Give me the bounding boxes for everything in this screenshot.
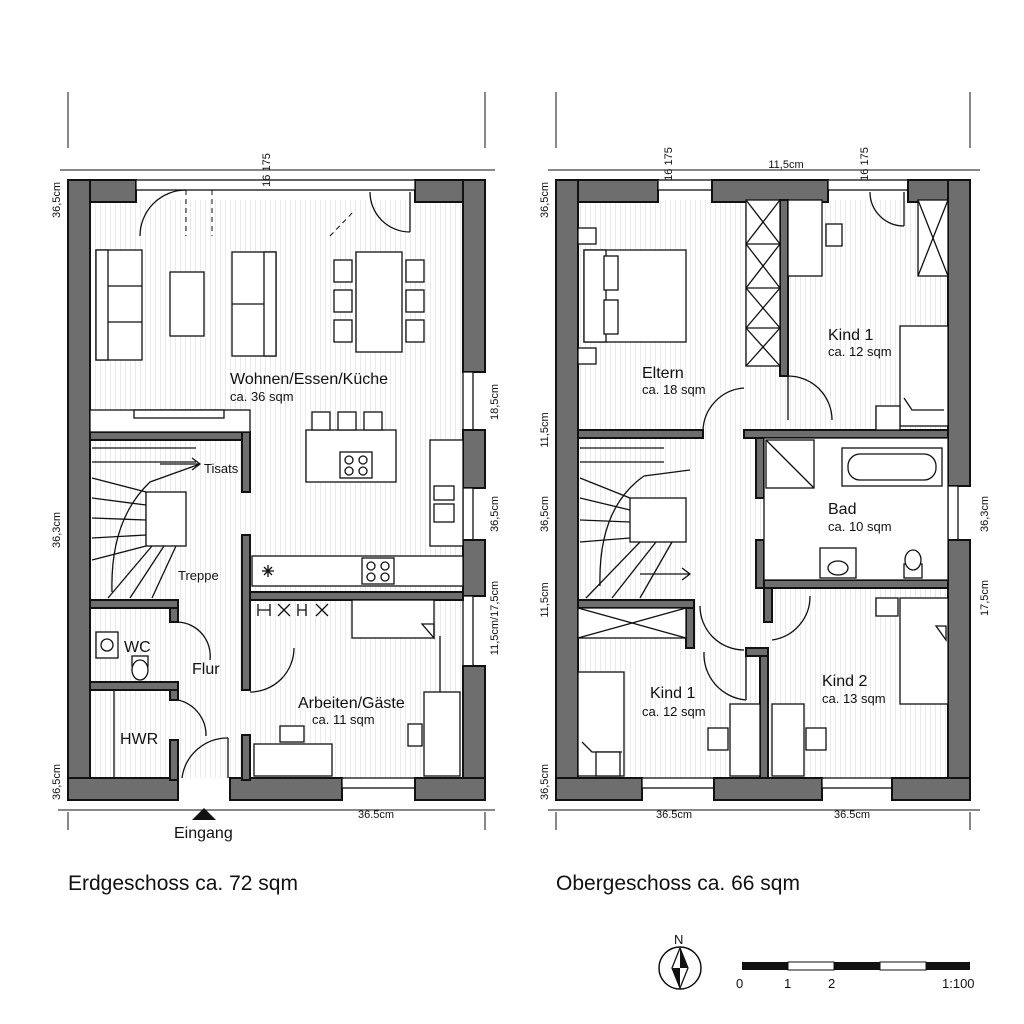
upper-left-bottom-dimension: 36,5cm <box>539 764 551 800</box>
north-label: N <box>674 932 683 947</box>
bath-room-name: Bad <box>828 501 856 518</box>
kid2-room-area: ca. 13 sqm <box>822 691 886 706</box>
scale-tick-2: 2 <box>828 976 835 991</box>
stairs-arrow-label: Tisats <box>204 461 239 476</box>
office-room-name: Arbeiten/Gäste <box>298 695 405 712</box>
hallway-label: Flur <box>192 661 220 678</box>
upper-left-dimension-1: 11,5cm <box>539 412 551 447</box>
upper-right-dimension-1: 36,3cm <box>979 496 991 532</box>
scale-tick-1: 1 <box>784 976 791 991</box>
upper-left-dimension-3: 11,5cm <box>539 582 551 617</box>
upper-floor-furniture <box>577 199 949 777</box>
living-room-area: ca. 36 sqm <box>230 389 294 404</box>
upper-top-right-dimension: 16 175 <box>859 147 871 181</box>
ground-floor-exterior-walls <box>67 179 486 801</box>
utility-room-label: HWR <box>120 731 158 748</box>
entrance-label: Eingang <box>174 825 233 842</box>
ground-floor-plan <box>58 92 495 830</box>
scale-bar <box>742 961 970 971</box>
parents-room-name: Eltern <box>642 365 684 382</box>
kid1-bottom-room-area: ca. 12 sqm <box>642 704 706 719</box>
upper-floor-plan <box>548 92 980 830</box>
stairs-label: Treppe <box>178 568 219 583</box>
ground-bottom-dimension: 36.5cm <box>358 809 394 821</box>
parents-room-area: ca. 18 sqm <box>642 382 706 397</box>
ground-floor-caption: Erdgeschoss ca. 72 sqm <box>68 872 298 895</box>
upper-floor-dimensions <box>548 92 980 830</box>
ground-floor-furniture <box>89 249 464 778</box>
bath-room-area: ca. 10 sqm <box>828 519 892 534</box>
upper-top-mid-dimension: 11,5cm <box>768 159 803 171</box>
scale-tick-0: 0 <box>736 976 743 991</box>
upper-left-dimension-2: 36,5cm <box>539 496 551 532</box>
ground-floor-stairs <box>91 447 202 599</box>
upper-floor-stairs <box>579 447 692 599</box>
wc-label: WC <box>124 639 151 656</box>
ground-top-dimension: 16 175 <box>261 153 273 187</box>
upper-left-top-dimension: 36,5cm <box>539 182 551 218</box>
upper-right-dimension-2: 17,5cm <box>979 580 991 616</box>
upper-floor-caption: Obergeschoss ca. 66 sqm <box>556 872 800 895</box>
kid2-room-name: Kind 2 <box>822 673 867 690</box>
kid1-top-room-area: ca. 12 sqm <box>828 344 892 359</box>
scale-ratio: 1:100 <box>942 976 975 991</box>
office-room-area: ca. 11 sqm <box>312 712 375 727</box>
upper-bottom-right-dimension: 36.5cm <box>834 809 870 821</box>
north-arrow-icon <box>658 946 702 990</box>
ground-floor-doors <box>139 189 411 779</box>
living-room-name: Wohnen/Essen/Küche <box>230 371 388 388</box>
ground-right-dimension-3: 11,5cm/17,5cm <box>489 581 501 655</box>
upper-bottom-left-dimension: 36.5cm <box>656 809 692 821</box>
ground-right-dimension-1: 18,5cm <box>489 384 501 420</box>
ground-right-dimension-2: 36,5cm <box>489 496 501 532</box>
kid1-top-room-name: Kind 1 <box>828 327 873 344</box>
ground-floor-dimensions <box>58 92 495 830</box>
ground-left-mid-dimension: 36,3cm <box>51 512 63 548</box>
kid1-bottom-room-name: Kind 1 <box>650 685 695 702</box>
ground-left-bottom-dimension: 36,5cm <box>51 764 63 800</box>
upper-top-left-dimension: 16 175 <box>663 147 675 181</box>
ground-left-top-dimension: 36,5cm <box>51 182 63 218</box>
